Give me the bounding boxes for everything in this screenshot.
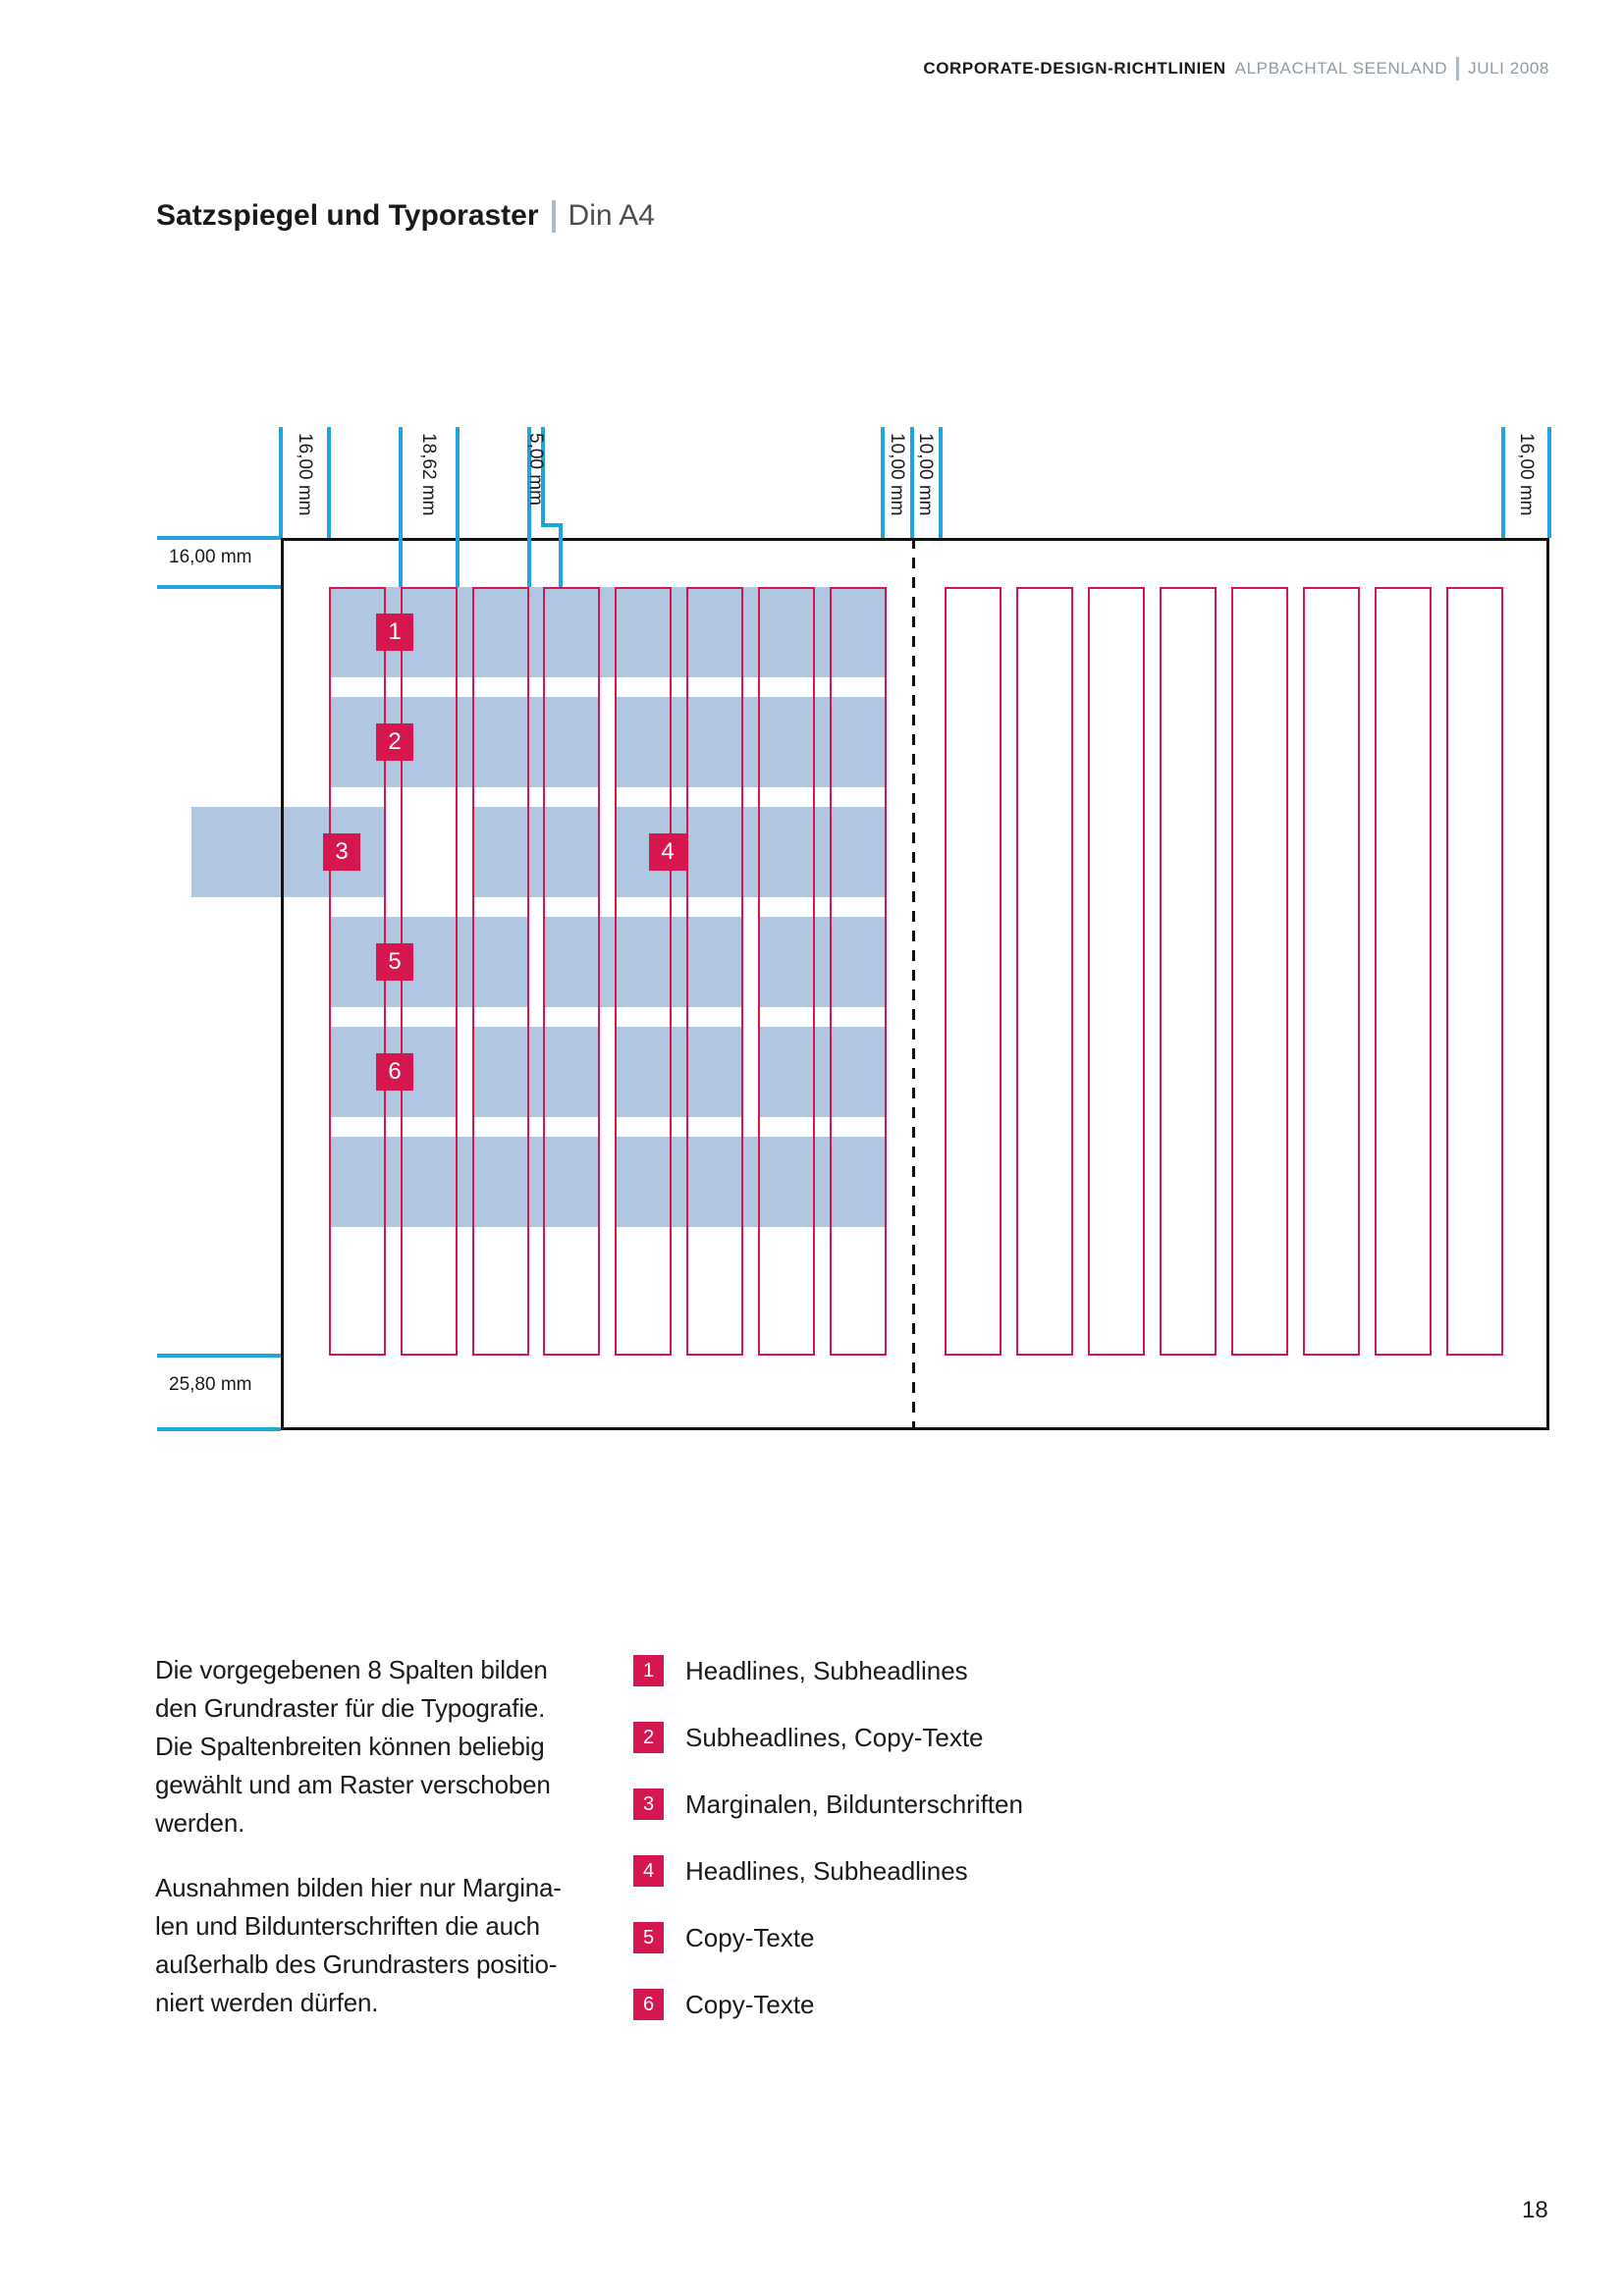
grid-column-left	[472, 587, 529, 1356]
grid-column-left	[615, 587, 672, 1356]
page-title: Satzspiegel und Typoraster Din A4	[156, 199, 655, 233]
text-block-row5	[472, 1027, 600, 1117]
text-block-row6	[615, 1137, 887, 1227]
dimension-line-vertical	[910, 427, 914, 538]
text-block-row2	[329, 697, 600, 787]
dimension-line-vertical	[279, 427, 283, 538]
legend-item-1: 1 Headlines, Subheadlines	[633, 1655, 1023, 1686]
text-block-row5	[758, 1027, 887, 1117]
grid-column-right	[1303, 587, 1360, 1356]
dimension-line-vertical	[527, 427, 531, 587]
dimension-label-top: 16,00 mm	[295, 433, 315, 516]
grid-column-left	[830, 587, 887, 1356]
legend-badge-5: 5	[633, 1922, 664, 1953]
dimension-line-vertical	[881, 427, 885, 538]
dimension-line-horizontal	[157, 536, 281, 540]
dimension-line-vertical	[939, 427, 943, 538]
body-paragraph-2: Ausnahmen bilden hier nur Margina- len u…	[155, 1873, 562, 2017]
dimension-label-top: 5,00 mm	[525, 433, 546, 506]
body-paragraph-1: Die vorgegebenen 8 Spalten bilden den Gr…	[155, 1655, 551, 1838]
legend-badge-1: 1	[633, 1655, 664, 1686]
header-guidelines-title: CORPORATE-DESIGN-RICHTLINIEN	[923, 59, 1226, 78]
grid-marker-4: 4	[649, 833, 686, 871]
dimension-line-jog	[541, 523, 563, 527]
grid-marker-2: 2	[376, 723, 413, 761]
legend-badge-4: 4	[633, 1855, 664, 1887]
dimension-label-left: 25,80 mm	[169, 1374, 252, 1395]
grid-column-right	[1016, 587, 1073, 1356]
typo-grid-diagram: 1 2 3 4 5 6 16,00 mm 18,62 mm 5,00 mm 10,00 mm 10,…	[157, 427, 1551, 1431]
legend-item-3: 3 Marginalen, Bildunterschriften	[633, 1789, 1023, 1820]
page-fold-line	[912, 538, 915, 1429]
legend-label-4: Headlines, Subheadlines	[685, 1855, 968, 1886]
page-title-sub: Din A4	[568, 199, 655, 232]
text-block-row2	[615, 697, 887, 787]
grid-column-right	[1088, 587, 1145, 1356]
dimension-label-top: 16,00 mm	[1516, 433, 1537, 516]
legend-badge-2: 2	[633, 1722, 664, 1753]
legend-item-6: 6 Copy-Texte	[633, 1989, 1023, 2020]
grid-column-right	[1446, 587, 1503, 1356]
text-block-row4	[758, 917, 887, 1007]
legend-label-2: Subheadlines, Copy-Texte	[685, 1722, 984, 1752]
dimension-line-vertical	[399, 427, 403, 587]
grid-column-left	[543, 587, 600, 1356]
header-date: JULI 2008	[1468, 59, 1549, 78]
dimension-line-vertical	[327, 427, 331, 538]
grid-column-left	[686, 587, 743, 1356]
legend: 1 Headlines, Subheadlines 2 Subheadlines…	[633, 1655, 1023, 2020]
text-block-row4	[543, 917, 743, 1007]
text-block-row6	[329, 1137, 600, 1227]
dimension-line-vertical	[1501, 427, 1505, 538]
page-header: CORPORATE-DESIGN-RICHTLINIEN ALPBACHTAL …	[923, 57, 1549, 80]
dimension-line-vertical	[559, 525, 563, 587]
title-separator	[551, 199, 556, 233]
dimension-line-vertical	[541, 427, 545, 525]
text-block-row3	[472, 807, 600, 897]
legend-label-5: Copy-Texte	[685, 1922, 815, 1952]
dimension-line-horizontal	[157, 1354, 281, 1358]
header-separator	[1456, 57, 1460, 80]
legend-item-4: 4 Headlines, Subheadlines	[633, 1855, 1023, 1887]
page-title-main: Satzspiegel und Typoraster	[156, 199, 539, 232]
legend-item-5: 5 Copy-Texte	[633, 1922, 1023, 1953]
legend-label-3: Marginalen, Bildunterschriften	[685, 1789, 1023, 1819]
legend-badge-3: 3	[633, 1789, 664, 1820]
legend-item-2: 2 Subheadlines, Copy-Texte	[633, 1722, 1023, 1753]
grid-marker-1: 1	[376, 614, 413, 651]
dimension-label-left: 16,00 mm	[169, 547, 252, 567]
grid-marker-5: 5	[376, 943, 413, 981]
legend-label-6: Copy-Texte	[685, 1989, 815, 2019]
text-block-row5	[615, 1027, 743, 1117]
grid-column-right	[1231, 587, 1288, 1356]
grid-marker-6: 6	[376, 1053, 413, 1091]
page-frame	[281, 538, 1549, 1430]
legend-badge-6: 6	[633, 1989, 664, 2020]
dimension-line-horizontal	[157, 1427, 281, 1431]
page-number: 18	[1522, 2197, 1548, 2223]
text-block-row4	[329, 917, 529, 1007]
dimension-line-horizontal	[157, 585, 281, 589]
grid-column-right	[945, 587, 1001, 1356]
grid-column-left	[758, 587, 815, 1356]
header-brand: ALPBACHTAL SEENLAND	[1234, 59, 1448, 78]
legend-label-1: Headlines, Subheadlines	[685, 1655, 968, 1685]
dimension-line-vertical	[1547, 427, 1551, 538]
grid-marker-3: 3	[323, 833, 360, 871]
dimension-label-top: 18,62 mm	[418, 433, 439, 516]
dimension-label-top: 10,00 mm	[915, 433, 936, 516]
grid-column-right	[1375, 587, 1432, 1356]
dimension-label-top: 10,00 mm	[887, 433, 907, 516]
grid-column-right	[1160, 587, 1217, 1356]
dimension-line-vertical	[456, 427, 460, 587]
text-block-row1	[329, 587, 887, 677]
